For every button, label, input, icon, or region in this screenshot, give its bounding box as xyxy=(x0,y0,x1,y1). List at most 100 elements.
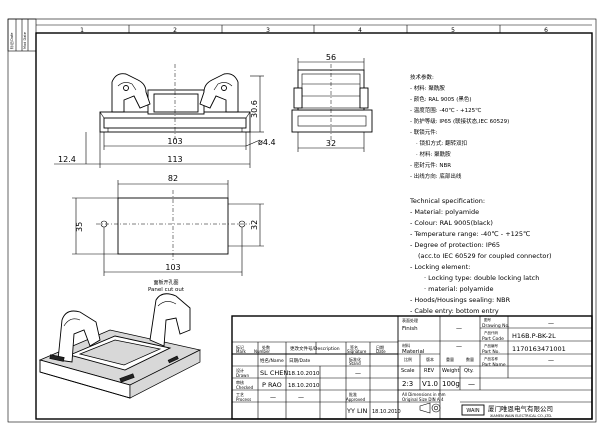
tb-label: Approved xyxy=(346,397,366,402)
tb-label: Weight xyxy=(442,368,459,374)
tb-label: Process xyxy=(236,397,251,402)
dim-height: 30.6 xyxy=(250,100,259,118)
tb-label: Number xyxy=(254,349,270,354)
zone-number: 6 xyxy=(544,27,548,34)
tb-label: Material xyxy=(402,349,425,355)
spec-line-en: - Hoods/Housings sealing: NBR xyxy=(410,296,511,304)
spec-line-en: (acc.to IEC 60529 for coupled connector) xyxy=(418,252,552,260)
tb-label: 标记 xyxy=(236,344,244,350)
tb-approved-date: 18.10.2010 xyxy=(372,409,401,415)
tb-label: 工艺 xyxy=(236,392,244,397)
spec-line-en: - Degree of protection: IP65 xyxy=(410,241,500,249)
tb-label: Scale xyxy=(401,368,414,374)
tb-label: Checked xyxy=(236,385,254,390)
tb-label: Date xyxy=(376,349,386,354)
tb-label: 签名 xyxy=(350,344,358,350)
tb-dims-note: All Dimensions in mm xyxy=(402,392,446,397)
dim-hole: ø4.4 xyxy=(258,138,276,147)
company-logo: WAIN xyxy=(461,404,485,416)
projection-symbol-icon xyxy=(419,402,441,414)
spec-line-en: - Locking element: xyxy=(410,263,470,271)
dim-width-113: 113 xyxy=(167,155,182,164)
spec-line-en: - Colour: RAL 9005(black) xyxy=(410,219,493,227)
tb-std-value: — xyxy=(355,370,361,377)
side-view xyxy=(291,64,373,140)
top-zone-numbers: 1 2 3 4 5 6 xyxy=(36,24,592,34)
spec-line-en: - Material: polyamide xyxy=(410,208,479,216)
panel-cutout-label-en: Panel cut out xyxy=(148,287,185,293)
tb-label: 审核 xyxy=(236,379,244,385)
spec-line-en: · Locking type: double locking latch xyxy=(424,274,539,282)
tb-label: Part Code xyxy=(482,336,504,342)
dim-cutout-103: 103 xyxy=(165,263,180,272)
zone-number: 3 xyxy=(266,27,270,34)
dim-cutout-35: 35 xyxy=(75,222,84,232)
tb-label: 产品编号 xyxy=(484,343,498,348)
tb-weight-value: 100g xyxy=(442,380,460,388)
dim-offset: 12.4 xyxy=(58,155,76,164)
isometric-view xyxy=(38,293,202,399)
tb-label: 数量 xyxy=(466,356,474,362)
title-block: 标记 Mark 处数 Number 更改文件号/Description 签名 S… xyxy=(231,315,593,420)
spec-line-cn: - 防护等级: IP65 (联接状态,IEC 60529) xyxy=(410,117,509,125)
specs-english: Technical specification: - Material: pol… xyxy=(409,197,552,315)
dim-width-103: 103 xyxy=(167,137,182,146)
tb-label: 姓名/Name xyxy=(260,357,284,364)
tb-label: 标准化 xyxy=(349,356,361,362)
corner-label: 标记/Dafe xyxy=(9,33,14,49)
tb-approved-name: YY LIN xyxy=(346,407,368,415)
tb-label: Mark xyxy=(236,349,247,354)
spec-line-en: · material: polyamide xyxy=(424,285,494,293)
tb-drawn-date: 18.10.2010 xyxy=(288,371,320,377)
tb-label: 日期 xyxy=(376,344,384,350)
tb-label: Drawn xyxy=(236,373,249,378)
dim-depth-32: 32 xyxy=(326,139,336,148)
tb-part-name-value: — xyxy=(548,357,554,364)
tb-drawing-no-value: — xyxy=(548,320,554,327)
outer-border xyxy=(7,18,597,423)
logo-text: WAIN xyxy=(466,408,480,414)
spec-line-en: - Temperature range: -40℃ - +125℃ xyxy=(410,230,530,238)
dim-cutout-82: 82 xyxy=(168,174,178,183)
tb-label: 产品代码 xyxy=(484,330,498,335)
spec-line-en: - Cable entry: bottom entry xyxy=(410,307,499,315)
tb-label: 重量 xyxy=(446,356,454,362)
tb-finish-value: — xyxy=(456,325,462,332)
tb-label: Qty. xyxy=(464,368,474,374)
tb-label: Drawing No. xyxy=(482,323,510,329)
specs-chinese: 技术参数: - 材料: 聚酰胺 - 颜色: RAL 9005 (黑色) - 温度… xyxy=(410,73,509,180)
tb-process-date: — xyxy=(298,394,304,401)
tb-drawn-name: SL CHEN xyxy=(260,369,288,377)
spec-line-cn: 技术参数: xyxy=(410,73,434,81)
tb-rev-value: V1.0 xyxy=(422,380,438,388)
tb-label: 更改文件号/Description xyxy=(290,345,340,352)
company-name-cn: 厦门唯恩电气有限公司 xyxy=(488,404,553,413)
tb-qty-value: — xyxy=(468,380,475,388)
tb-label: 产品名称 xyxy=(484,356,498,361)
spec-line-cn: - 联锁元件: xyxy=(410,128,438,136)
tb-part-code-value: H16B.P-BK-2L xyxy=(512,332,556,340)
tb-label: 表面处理 xyxy=(402,317,418,323)
spec-line-en: Technical specification: xyxy=(409,197,485,205)
tb-label: Part Name xyxy=(482,362,506,368)
front-view xyxy=(99,64,251,140)
tb-label: 设计 xyxy=(236,367,244,373)
tb-material-value: — xyxy=(456,343,462,350)
zone-number: 1 xyxy=(80,27,84,34)
front-view-dimensions: 30.6 103 ø4.4 113 12.4 xyxy=(54,75,276,168)
spec-line-cn: - 出线方向: 底部出线 xyxy=(410,172,462,180)
dim-cutout-32: 32 xyxy=(250,220,259,230)
spec-line-cn: · 材料: 聚酰胺 xyxy=(416,150,451,158)
tb-label: 图号 xyxy=(484,317,492,322)
tb-label: Signature xyxy=(347,349,367,354)
spec-line-cn: - 温度范围: -40℃ - +125℃ xyxy=(410,106,481,114)
tb-checked-name: P RAO xyxy=(262,381,282,389)
tb-label: 批准 xyxy=(349,391,357,397)
panel-cutout-label-cn: 面板开孔图 xyxy=(153,279,178,286)
tb-label: Stand xyxy=(349,361,361,366)
spec-line-cn: - 颜色: RAL 9005 (黑色) xyxy=(410,95,472,103)
tb-label: Part No. xyxy=(482,349,500,355)
zone-number: 2 xyxy=(173,27,177,34)
tb-scale-value: 2:3 xyxy=(402,380,413,388)
